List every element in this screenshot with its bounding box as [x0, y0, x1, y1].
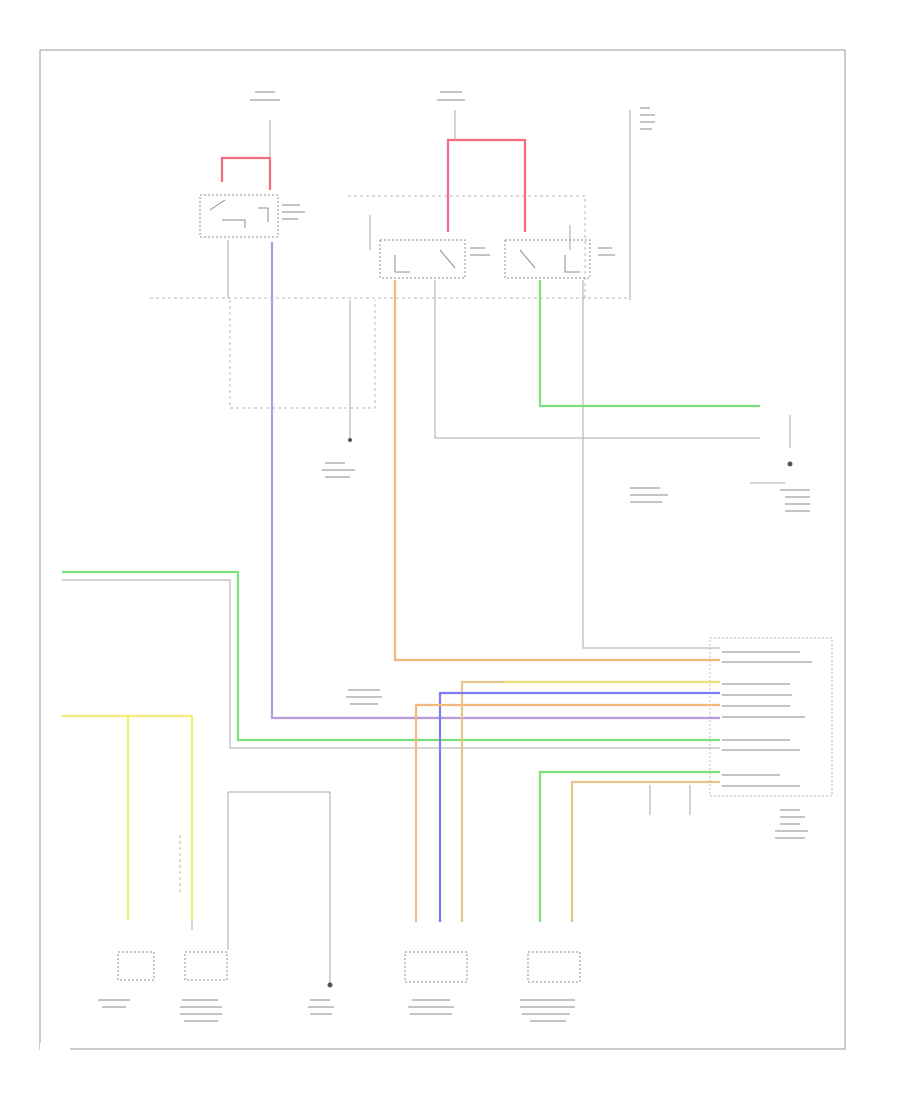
fan-relay-2-switch	[519, 249, 580, 273]
blue-wire-ecm	[438, 691, 720, 922]
heater-relay-coil	[258, 207, 269, 222]
relay-box-dashed	[348, 195, 586, 300]
relay-box-lower-dashed	[229, 300, 376, 409]
gray-wire-center	[434, 280, 760, 439]
component-box-1	[117, 951, 155, 981]
green-wire-left	[62, 570, 720, 742]
green-wire-sensor	[538, 770, 720, 922]
violet-wire	[270, 242, 720, 720]
footer-code-box	[40, 1043, 70, 1050]
gray-wire-left-pair	[62, 579, 720, 749]
illegible-label-marks	[98, 91, 812, 1022]
ecm-connector	[709, 637, 833, 797]
orange-wire-relay	[393, 280, 720, 662]
heater-relay-switch	[209, 199, 246, 228]
tan-wire-sensor	[570, 780, 720, 922]
fan-relay-1	[379, 239, 466, 279]
red-wire-right	[446, 138, 527, 232]
fan-relay-1-switch	[394, 249, 456, 273]
green-wire-upper	[538, 280, 760, 408]
red-wire-left	[220, 156, 272, 190]
temperature-sensor-box	[527, 951, 581, 983]
fan-relay-2	[504, 239, 591, 279]
vertical-comp-wire-2	[228, 791, 331, 985]
heater-relay	[199, 194, 279, 238]
component-box-2	[184, 951, 228, 981]
ground-bottom	[327, 982, 333, 988]
diagram-frame	[39, 49, 846, 1050]
orange-wire-ecm	[414, 703, 720, 922]
right-connector-ground	[787, 461, 793, 467]
yellow-wire-top	[62, 714, 194, 920]
pressure-sensor-box	[404, 951, 468, 983]
ground-point	[348, 438, 352, 442]
gray-wire-right-long	[582, 280, 720, 649]
